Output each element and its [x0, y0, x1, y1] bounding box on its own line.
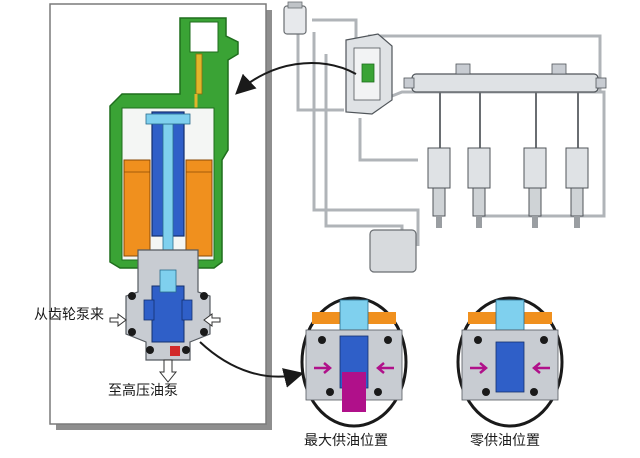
- metering-valve-highlight: [361, 63, 375, 83]
- armature-rod: [162, 123, 174, 251]
- common-rail: [403, 63, 607, 93]
- label-from-gear-pump: 从齿轮泵来: [34, 307, 104, 323]
- injector-1: [427, 147, 451, 228]
- coil-left: [123, 159, 151, 257]
- callout-arrow-icon: [199, 341, 304, 388]
- injector-3: [523, 147, 547, 228]
- metering-valve-cross-section: [109, 17, 239, 361]
- zero-supply-detail: [456, 296, 564, 428]
- injector-lines: [439, 92, 579, 148]
- fuel-tank: [369, 229, 417, 273]
- inflow-arrow-left-icon: [109, 313, 127, 327]
- injector-4: [565, 147, 589, 228]
- outflow-arrow-down-icon: [158, 359, 178, 383]
- inflow-arrow-right-icon: [203, 313, 221, 327]
- piston: [151, 285, 185, 343]
- curved-arrow-icon: [235, 62, 357, 95]
- label-zero-supply-position: 零供油位置: [470, 433, 540, 449]
- label-to-high-pressure-pump: 至高压油泵: [108, 383, 178, 399]
- injector-2: [467, 147, 491, 228]
- fuel-system-piping: [296, 18, 606, 246]
- high-pressure-pump: [345, 33, 393, 115]
- coil-right: [185, 159, 213, 257]
- label-max-supply-position: 最大供油位置: [304, 433, 388, 449]
- max-supply-detail: [300, 296, 408, 428]
- fuel-filter: [283, 1, 307, 35]
